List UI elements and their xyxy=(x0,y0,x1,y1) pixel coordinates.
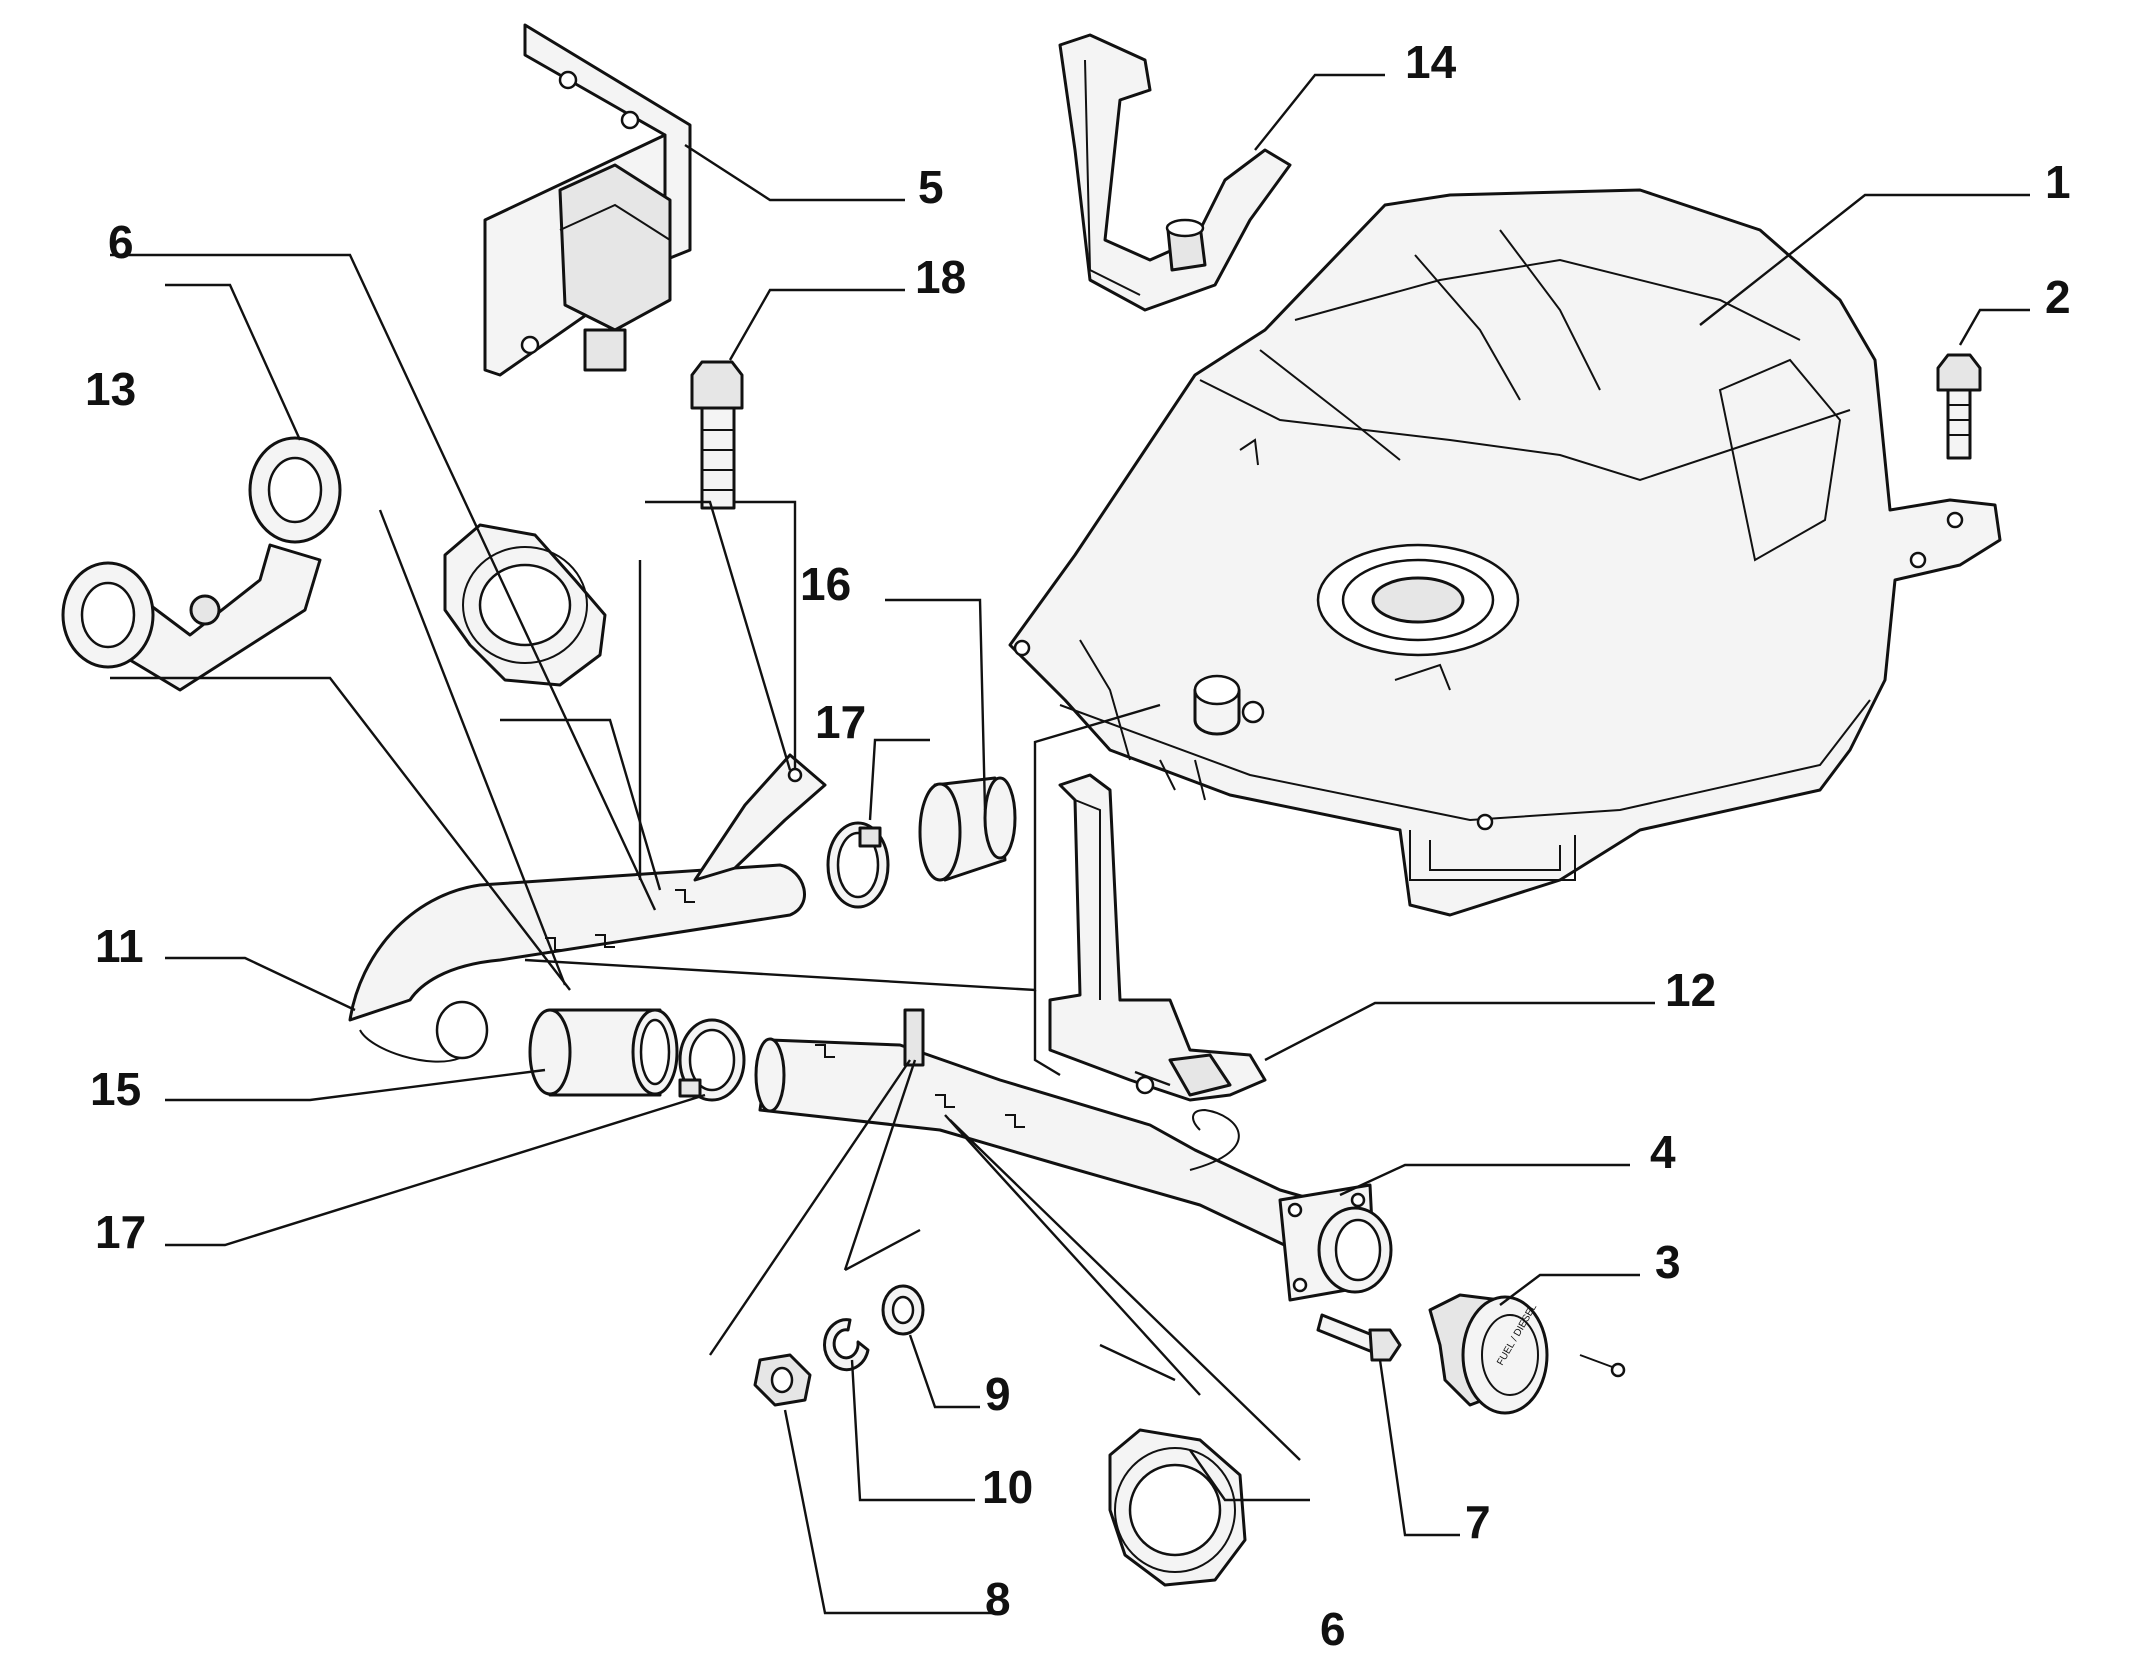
clamp-17-lower xyxy=(678,1018,746,1102)
callout-8: 8 xyxy=(985,1573,1011,1625)
hose-11 xyxy=(348,753,827,1063)
callout-11: 11 xyxy=(95,920,144,972)
callout-6-lower: 6 xyxy=(1320,1603,1346,1655)
fuel-tank xyxy=(1008,188,2002,917)
callout-10: 10 xyxy=(982,1461,1033,1513)
leader-lines xyxy=(110,73,2030,1615)
callout-13: 13 xyxy=(85,363,136,415)
callout-12: 12 xyxy=(1665,964,1716,1016)
callout-5: 5 xyxy=(918,161,944,213)
callout-17-upper: 17 xyxy=(815,696,866,748)
callout-7: 7 xyxy=(1465,1496,1491,1548)
support-bracket-12 xyxy=(1048,773,1267,1102)
hose-15 xyxy=(528,1008,679,1097)
callout-2: 2 xyxy=(2045,271,2071,323)
grommet-6-lower xyxy=(1108,1428,1247,1587)
callout-3: 3 xyxy=(1655,1236,1681,1288)
callout-14: 14 xyxy=(1405,36,1457,88)
double-clamp-13 xyxy=(61,436,342,692)
callout-6-upper: 6 xyxy=(108,216,134,268)
bracket-14 xyxy=(1058,33,1292,312)
callout-labels: 1 2 3 4 5 6 6 7 8 9 10 11 12 13 14 15 16… xyxy=(85,36,2071,1655)
callout-17-lower: 17 xyxy=(95,1206,146,1258)
callout-4: 4 xyxy=(1650,1126,1676,1178)
clamp-17-upper xyxy=(826,821,890,909)
bracket-with-module xyxy=(483,23,692,377)
callout-15: 15 xyxy=(90,1063,141,1115)
fuel-cap: FUEL / DIESEL xyxy=(1428,1293,1626,1415)
callout-1: 1 xyxy=(2045,156,2071,208)
bolt-7 xyxy=(1316,1313,1402,1362)
hose-16 xyxy=(918,776,1017,882)
bolt-2 xyxy=(1936,353,1982,460)
callout-9: 9 xyxy=(985,1368,1011,1420)
filler-neck-pipe xyxy=(754,1008,1393,1302)
bolt-18 xyxy=(690,360,744,510)
callout-16: 16 xyxy=(800,558,851,610)
washer-9 xyxy=(881,1284,925,1336)
nut-8 xyxy=(753,1353,812,1407)
lock-washer-10 xyxy=(823,1318,870,1372)
callout-18: 18 xyxy=(915,251,966,303)
grommet-6-upper xyxy=(443,523,607,687)
